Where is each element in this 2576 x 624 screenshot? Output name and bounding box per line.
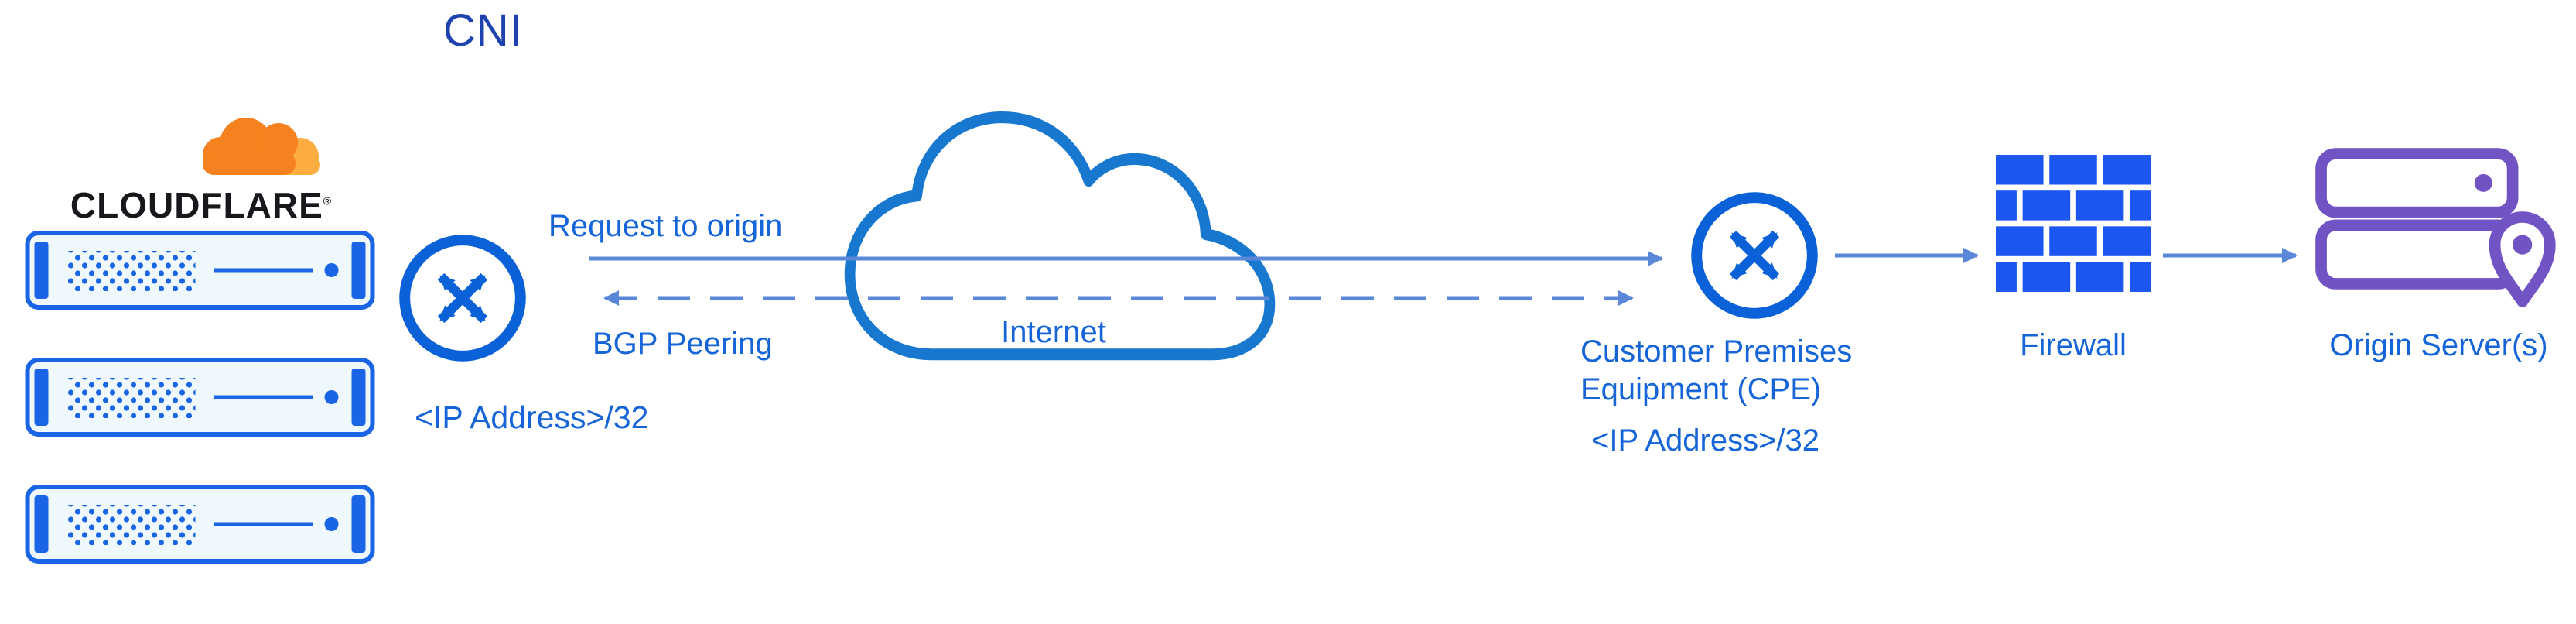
origin-server-label: Origin Server(s) — [2329, 328, 2548, 362]
cloudflare-wordmark: CLOUDFLARE® — [31, 184, 371, 226]
registered-mark: ® — [323, 194, 333, 207]
diagram-title: CNI — [443, 5, 523, 56]
origin-server-icon — [2315, 148, 2556, 307]
firewall-icon — [1996, 155, 2151, 292]
cf-router-icon — [399, 235, 526, 362]
cloudflare-logo-icon — [203, 118, 320, 175]
cpe-label-line2: Equipment (CPE) — [1580, 372, 1822, 406]
server-rack-icon — [25, 231, 375, 310]
cpe-label-line1: Customer Premises — [1580, 334, 1853, 369]
request-to-origin-label: Request to origin — [548, 209, 783, 243]
cf-router-ip-label: <IP Address>/32 — [415, 399, 649, 435]
cpe-ip-label: <IP Address>/32 — [1591, 423, 1820, 458]
server-rack-icon — [25, 485, 375, 564]
internet-label: Internet — [1001, 315, 1106, 349]
cloudflare-wordmark-text: CLOUDFLARE — [70, 185, 323, 225]
location-pin-icon — [2489, 211, 2556, 307]
cpe-label: Customer Premises Equipment (CPE) — [1580, 333, 1852, 409]
server-rack-icon — [25, 358, 375, 437]
cpe-router-icon — [1691, 192, 1818, 319]
bgp-peering-label: BGP Peering — [593, 327, 773, 361]
firewall-label: Firewall — [2020, 328, 2127, 362]
